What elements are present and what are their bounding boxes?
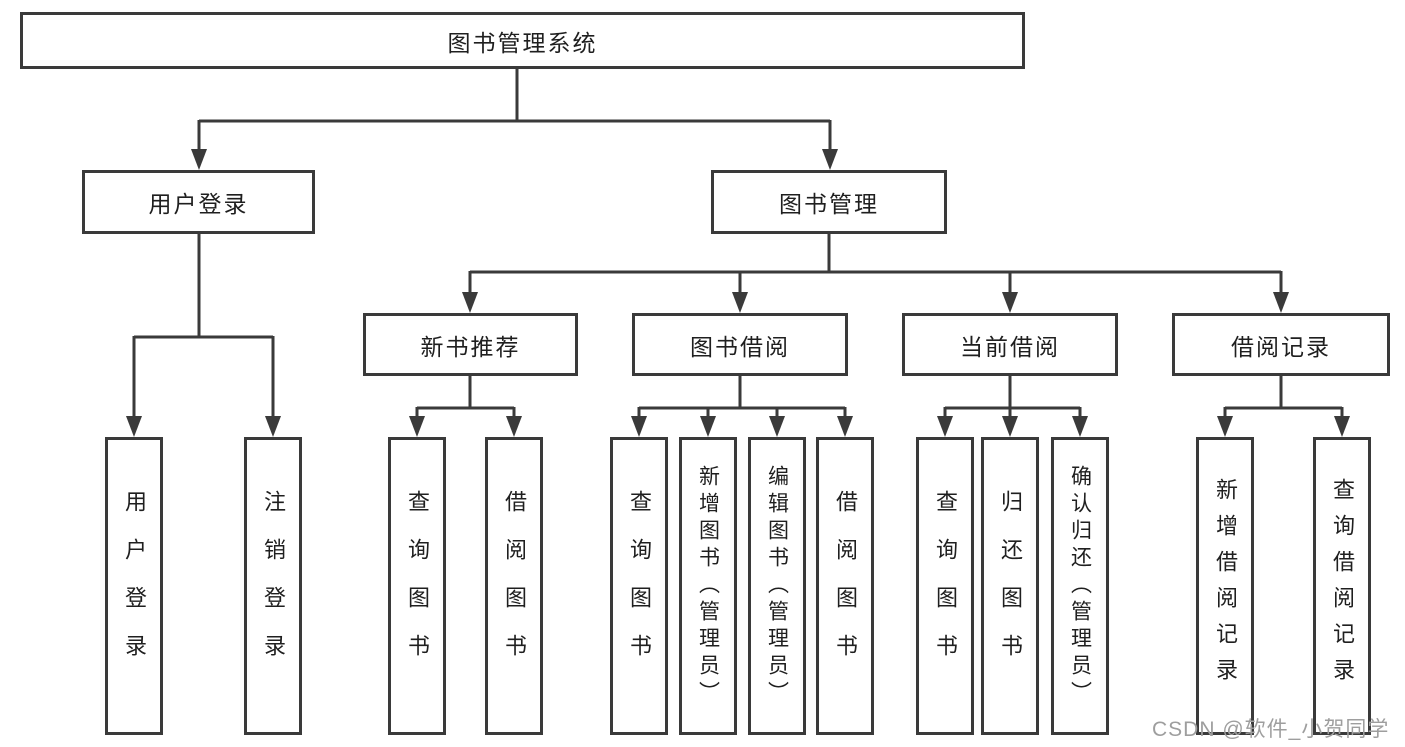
arrow-down-icon (937, 416, 953, 437)
node-label: 新书推荐 (420, 333, 521, 360)
leaf-user-login: 用户登录 (105, 437, 163, 735)
arrow-down-icon (1273, 292, 1289, 313)
node-new-book-recommend: 新书推荐 (363, 313, 578, 376)
arrow-down-icon (732, 292, 748, 313)
connector-current-split (943, 376, 1082, 420)
node-label: 借阅记录 (1231, 333, 1331, 360)
arrow-down-icon (506, 416, 522, 437)
connector-new-rec-split (415, 376, 516, 420)
leaf-query-book: 查询图书 (916, 437, 974, 735)
connector-record-split (1223, 376, 1344, 420)
node-label: 图书管理 (779, 191, 879, 217)
arrow-down-icon (1002, 292, 1018, 313)
node-label: 借阅图书 (502, 490, 527, 682)
node-label: 确认归还（管理员） (1068, 464, 1092, 708)
node-book-management: 图书管理 (711, 170, 947, 234)
leaf-logout: 注销登录 (244, 437, 302, 735)
leaf-return-book: 归还图书 (981, 437, 1039, 735)
node-label: 新增图书（管理员） (696, 464, 720, 708)
node-label: 用户登录 (148, 191, 249, 217)
leaf-add-book-admin: 新增图书（管理员） (679, 437, 737, 735)
node-borrow-record: 借阅记录 (1172, 313, 1390, 376)
node-label: 借阅图书 (833, 490, 858, 682)
node-current-borrow: 当前借阅 (902, 313, 1118, 376)
arrow-down-icon (1002, 416, 1018, 437)
node-label: 用户登录 (122, 490, 147, 682)
node-label: 编辑图书（管理员） (765, 464, 789, 708)
leaf-query-borrow-record: 查询借阅记录 (1313, 437, 1371, 735)
node-library-system: 图书管理系统 (20, 12, 1025, 69)
arrow-down-icon (126, 416, 142, 437)
leaf-query-book: 查询图书 (388, 437, 446, 735)
node-label: 查询图书 (405, 490, 430, 682)
node-label: 查询图书 (933, 490, 958, 682)
leaf-edit-book-admin: 编辑图书（管理员） (748, 437, 806, 735)
connector-book-mgmt-split (468, 234, 1283, 296)
arrow-down-icon (769, 416, 785, 437)
node-label: 当前借阅 (960, 333, 1060, 360)
arrow-down-icon (837, 416, 853, 437)
arrow-down-icon (1334, 416, 1350, 437)
node-label: 新增借阅记录 (1213, 478, 1238, 694)
arrow-down-icon (1217, 416, 1233, 437)
node-book-borrow: 图书借阅 (632, 313, 848, 376)
leaf-borrow-book: 借阅图书 (816, 437, 874, 735)
arrow-down-icon (265, 416, 281, 437)
node-label: 查询借阅记录 (1330, 478, 1355, 694)
node-label: 图书借阅 (690, 333, 790, 360)
node-label: 查询图书 (627, 490, 652, 682)
arrow-down-icon (822, 149, 838, 170)
connector-user-login-split (132, 234, 275, 420)
arrow-down-icon (409, 416, 425, 437)
arrow-down-icon (700, 416, 716, 437)
arrow-down-icon (631, 416, 647, 437)
node-label: 归还图书 (998, 490, 1023, 682)
leaf-confirm-return-admin: 确认归还（管理员） (1051, 437, 1109, 735)
arrow-down-icon (1072, 416, 1088, 437)
csdn-watermark: CSDN @软件_小贺同学 (1152, 718, 1390, 741)
node-user-login: 用户登录 (82, 170, 315, 234)
node-label: 图书管理系统 (447, 29, 598, 56)
leaf-query-book: 查询图书 (610, 437, 668, 735)
arrow-down-icon (462, 292, 478, 313)
arrow-down-icon (191, 149, 207, 170)
leaf-borrow-book: 借阅图书 (485, 437, 543, 735)
connector-root-split (197, 68, 832, 154)
connector-borrow-split (637, 376, 847, 420)
node-label: 注销登录 (261, 490, 286, 682)
leaf-add-borrow-record: 新增借阅记录 (1196, 437, 1254, 735)
